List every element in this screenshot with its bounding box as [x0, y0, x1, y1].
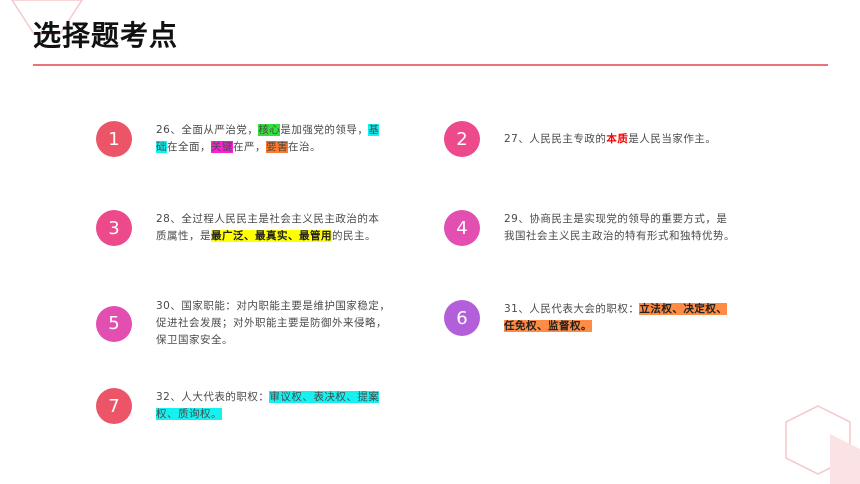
item-text: 27、人民民主专政的本质是人民当家作主。 — [504, 132, 717, 145]
corner-hexagon-decoration — [11, 0, 83, 35]
highlight: 审议权、表决权、提案 — [269, 391, 380, 403]
item-text: 31、人民代表大会的职权：立法权、决定权、 任免权、监督权。 — [504, 303, 728, 332]
list-item: 4 29、协商民主是实现党的领导的重要方式，是 我国社会主义民主政治的特有形式和… — [444, 210, 735, 246]
hexagon-decoration — [785, 405, 860, 484]
highlight: 础 — [156, 141, 167, 153]
list-item: 5 30、国家职能：对内职能主要是维护国家稳定， 促进社会发展；对外职能主要是防… — [96, 298, 390, 349]
list-item: 6 31、人民代表大会的职权：立法权、决定权、 任免权、监督权。 — [444, 300, 728, 336]
number-badge: 1 — [96, 121, 132, 157]
emphasis: 本质 — [606, 132, 629, 145]
highlight: 立法权、决定权、 — [639, 303, 728, 315]
item-text: 26、全面从严治党，核心是加强党的领导，基 础在全面，关键在严，要害在治。 — [156, 124, 380, 153]
number-badge: 5 — [96, 305, 132, 342]
item-text: 29、协商民主是实现党的领导的重要方式，是 我国社会主义民主政治的特有形式和独特… — [504, 213, 735, 242]
number-badge: 2 — [444, 121, 480, 157]
list-item: 3 28、全过程人民民主是社会主义民主政治的本 质属性，是最广泛、最真实、最管用… — [96, 210, 379, 246]
number-badge: 4 — [444, 210, 480, 246]
item-text: 32、人大代表的职权：审议权、表决权、提案 权、质询权。 — [156, 391, 380, 420]
highlight: 权、质询权。 — [156, 408, 222, 420]
number-badge: 3 — [96, 210, 132, 246]
highlight: 最广泛、最真实、最管用 — [211, 230, 332, 242]
list-item: 1 26、全面从严治党，核心是加强党的领导，基 础在全面，关键在严，要害在治。 — [96, 121, 380, 157]
item-text: 30、国家职能：对内职能主要是维护国家稳定， 促进社会发展；对外职能主要是防御外… — [156, 300, 391, 346]
number-badge: 7 — [96, 388, 132, 424]
title-divider — [33, 64, 828, 66]
highlight: 任免权、监督权。 — [504, 320, 592, 332]
number-badge: 6 — [444, 300, 480, 336]
highlight: 关键 — [211, 141, 233, 153]
page-title: 选择题考点 — [33, 19, 179, 52]
highlight: 要害 — [266, 141, 288, 153]
list-item: 7 32、人大代表的职权：审议权、表决权、提案 权、质询权。 — [96, 388, 380, 424]
item-text: 28、全过程人民民主是社会主义民主政治的本 质属性，是最广泛、最真实、最管用的民… — [156, 213, 380, 242]
highlight: 基 — [368, 124, 380, 136]
list-item: 2 27、人民民主专政的本质是人民当家作主。 — [444, 121, 716, 157]
highlight: 核心 — [258, 124, 281, 136]
